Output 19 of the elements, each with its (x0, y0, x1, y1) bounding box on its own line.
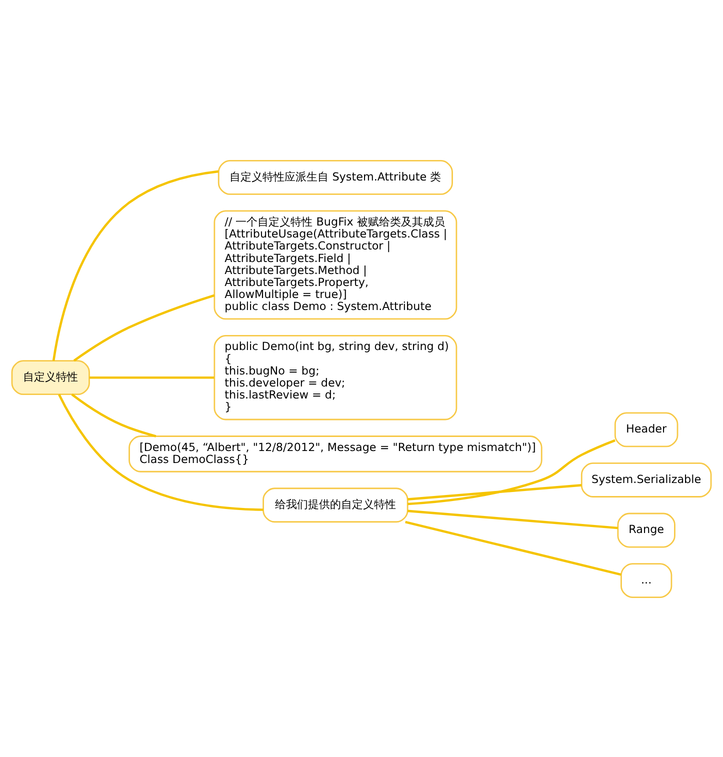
node-box: System.Serializable (580, 462, 712, 497)
connector (52, 170, 219, 360)
node-box: ... (620, 562, 672, 598)
connector (405, 520, 622, 576)
node-box: 给我们提供的自定义特性 (262, 487, 408, 522)
connector (73, 294, 215, 362)
node-box: Range (617, 512, 676, 548)
node-box: // 一个自定义特性 BugFix 被赋给类及其成员 [AttributeUsage(AttributeTargets.Class | AttributeTargets.Constructor | AttributeTargets.Field | AttributeTargets.Method | AttributeTargets.Property, AllowMultiple = true)] public class Demo : System.Attribute (214, 210, 458, 320)
connector (58, 393, 264, 510)
node-box: Header (614, 412, 678, 447)
node-box: [Demo(45, “Albert", "12/8/2012", Message = "Return type mismatch")] Class DemoClass{} (128, 435, 542, 472)
node-box: 自定义特性 (11, 360, 90, 395)
node-box: public Demo(int bg, string dev, string d) { this.bugNo = bg; this.developer = dev; this.lastReview = d; } (214, 334, 458, 420)
connector (71, 393, 156, 437)
connector (408, 509, 618, 529)
connector (89, 376, 214, 378)
node-box: 自定义特性应派生自 System.Attribute 类 (218, 160, 453, 194)
connector (408, 438, 616, 505)
connector (408, 484, 582, 500)
